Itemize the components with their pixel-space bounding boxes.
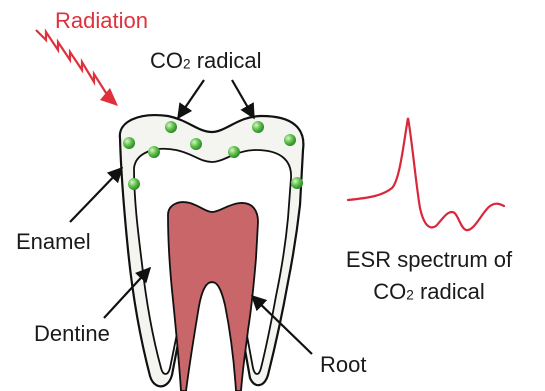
radical-dot <box>165 121 177 133</box>
co2-radical-label: CO2 radical <box>150 48 262 74</box>
pulp-chamber <box>168 202 258 391</box>
radical-dot <box>284 134 296 146</box>
arrow-enamel <box>70 168 122 222</box>
esr-co2-suffix: radical <box>414 279 485 304</box>
radical-dot <box>190 138 202 150</box>
arrow-co2-right <box>232 80 254 118</box>
radical-dot <box>228 146 240 158</box>
radiation-label: Radiation <box>55 8 148 34</box>
co2-suffix: radical <box>191 48 262 73</box>
esr-spectrum-curve <box>348 118 504 230</box>
radiation-arrow-icon <box>36 30 118 106</box>
co2-prefix: CO <box>150 48 183 73</box>
tooth-outline <box>120 115 304 391</box>
enamel-label: Enamel <box>16 229 91 255</box>
arrow-co2-left <box>178 80 204 118</box>
esr-co2-prefix: CO <box>373 279 406 304</box>
radical-dot <box>252 121 264 133</box>
co2-subscript: 2 <box>183 57 191 72</box>
esr-label-line1: ESR spectrum of <box>318 244 540 276</box>
esr-label-line2: CO2 radical <box>318 276 540 312</box>
radical-dot <box>148 146 160 158</box>
root-label: Root <box>320 352 366 378</box>
radical-dot <box>291 177 303 189</box>
esr-co2-subscript: 2 <box>406 288 414 303</box>
radical-dot <box>123 137 135 149</box>
esr-spectrum-label: ESR spectrum of CO2 radical <box>318 244 540 312</box>
dentine-label: Dentine <box>34 321 110 347</box>
radical-dot <box>128 178 140 190</box>
